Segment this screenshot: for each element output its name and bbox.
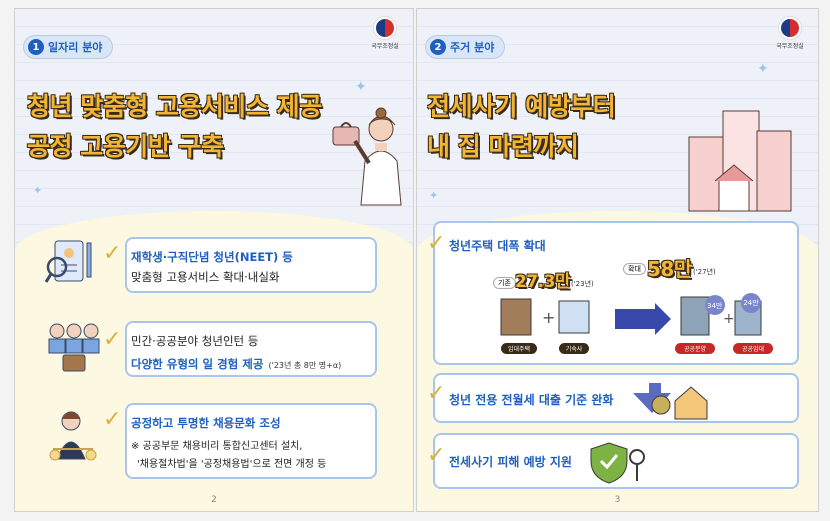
card-title: 다양한 유형의 일 경험 제공 <box>131 357 264 371</box>
housing-expansion-illustration: + 34만 + <box>500 295 762 336</box>
card-title: 청년 전용 전월세 대출 기준 완화 <box>449 393 614 407</box>
page-3: 국무조정실 2 주거 분야 ✦ ✦ 전세사기 예방부터 내 집 마련까지 ✓ 청… <box>416 8 819 512</box>
card-text: ※ 공공부문 채용비리 통합신고센터 설치, <box>131 441 303 452</box>
section-number: 2 <box>430 39 446 55</box>
bubble-value-1: 34만 <box>707 301 723 310</box>
page-2: 국무조정실 1 일자리 분야 ✦ ✦ 청년 맞춤형 고용서비스 제공 공정 고용… <box>14 8 414 512</box>
headline-line-1: 전세사기 예방부터 <box>427 92 616 121</box>
check-icon: ✓ <box>427 231 446 256</box>
loan-house-icon <box>633 383 708 420</box>
logo-text: 국무조정실 <box>371 43 399 50</box>
info-card: ✓ 청년 전용 전월세 대출 기준 완화 <box>427 373 799 423</box>
apartment-buildings-illustration <box>688 110 792 212</box>
before-tag: 기존 <box>493 277 516 289</box>
after-tag: 확대 <box>623 263 646 275</box>
people-icon <box>48 323 100 372</box>
after-year: ('27년) <box>693 268 716 276</box>
caption-pill: 공공분양 <box>675 343 715 354</box>
headline-line-2: 내 집 마련까지 <box>427 132 579 161</box>
caption-pill: 기숙사 <box>559 343 589 354</box>
card-text: 맞춤형 고용서비스 확대·내실화 <box>131 270 280 284</box>
page-number: 2 <box>211 495 217 505</box>
government-logo: 국무조정실 <box>770 17 810 50</box>
headline-line-2: 공정 고용기반 구축 <box>27 132 224 161</box>
info-card: 공정하고 투명한 채용문화 조성 ※ 공공부문 채용비리 통합신고센터 설치, … <box>125 403 377 479</box>
section-label: 주거 분야 <box>450 41 495 54</box>
info-card: 재학생·구직단념 청년(NEET) 등 맞춤형 고용서비스 확대·내실화 <box>125 237 377 293</box>
logo-text: 국무조정실 <box>776 43 804 50</box>
check-icon: ✓ <box>103 407 122 432</box>
taegeuk-icon <box>374 17 396 39</box>
justice-icon <box>49 411 97 461</box>
card-title: 청년주택 대폭 확대 <box>449 239 546 253</box>
page-number: 3 <box>614 495 621 505</box>
headline-line-1: 청년 맞춤형 고용서비스 제공 <box>27 92 322 121</box>
svg-text:+: + <box>723 311 735 327</box>
info-card: 민간·공공분야 청년인턴 등 다양한 유형의 일 경험 제공 ('23년 총 8… <box>125 321 377 377</box>
card-text: '채용절차법'을 '공정채용법'으로 전면 개정 등 <box>137 459 327 470</box>
bubble-value-2: 24만 <box>741 293 761 313</box>
before-year: ('23년) <box>571 280 594 288</box>
section-number: 1 <box>28 39 44 55</box>
shield-key-icon <box>590 442 645 484</box>
card-title: 공정하고 투명한 채용문화 조성 <box>131 416 281 430</box>
section-tag: 1 일자리 분야 <box>23 35 114 59</box>
section-label: 일자리 분야 <box>48 41 103 54</box>
woman-with-bag-illustration <box>332 107 402 206</box>
check-icon: ✓ <box>103 327 122 352</box>
taegeuk-icon <box>779 17 801 39</box>
government-logo: 국무조정실 <box>365 17 405 50</box>
check-icon: ✓ <box>427 381 446 406</box>
sparkle-icon: ✦ <box>757 61 769 77</box>
card-text: 민간·공공분야 청년인턴 등 <box>131 334 259 348</box>
sparkle-icon: ✦ <box>355 79 367 95</box>
card-note: ('23년 총 8만 명+α) <box>268 361 342 370</box>
id-card-icon <box>45 240 92 283</box>
check-icon: ✓ <box>103 241 122 266</box>
before-value: 27.3만 <box>515 272 571 292</box>
card-title: 전세사기 피해 예방 지원 <box>449 455 572 469</box>
sparkle-icon: ✦ <box>429 189 439 202</box>
caption-pill: 임대주택 <box>501 343 537 354</box>
sparkle-icon: ✦ <box>33 184 43 197</box>
check-icon: ✓ <box>427 443 446 468</box>
svg-text:+: + <box>542 308 555 327</box>
card-title: 재학생·구직단념 청년(NEET) 등 <box>131 250 293 264</box>
after-value: 58만 <box>647 257 692 281</box>
info-card: ✓ 전세사기 피해 예방 지원 <box>427 433 799 489</box>
caption-pill: 공공임대 <box>733 343 773 354</box>
info-card: ✓ 청년주택 대폭 확대 기존 27.3만 ('23년) 확대 58만 ('27… <box>427 221 799 365</box>
section-tag: 2 주거 분야 <box>425 35 506 59</box>
